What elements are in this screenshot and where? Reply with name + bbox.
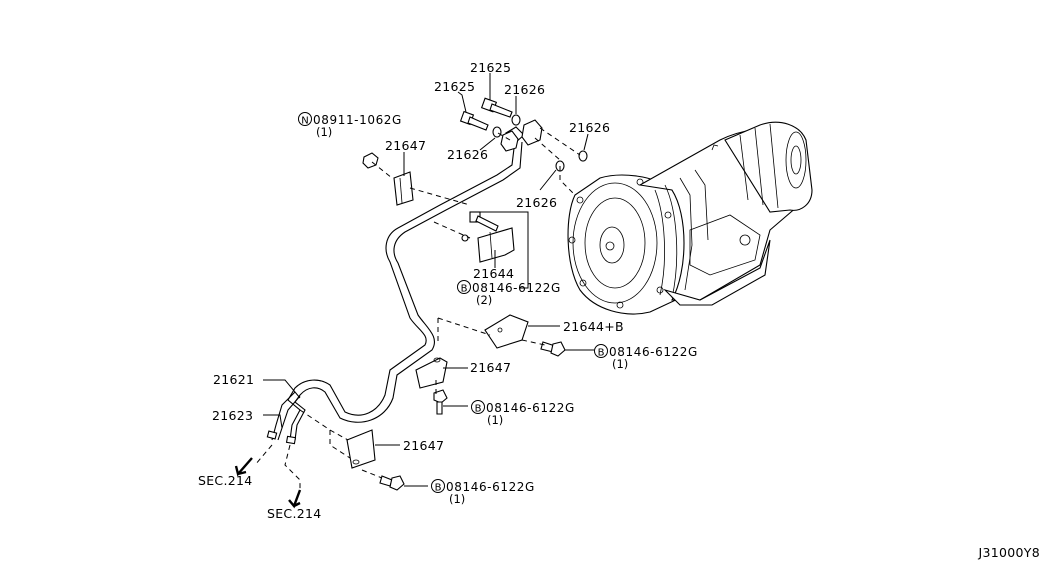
b1-symbol-badge: [457, 280, 471, 294]
label-21621: 21621: [213, 372, 254, 387]
label-21625-left: 21625: [434, 79, 475, 94]
b2-symbol: B: [598, 348, 605, 359]
n-symbol-badge: [298, 112, 312, 126]
label-21625-top: 21625: [470, 60, 511, 75]
b2-bolt-code: 08146-6122G: [609, 345, 698, 359]
section-arrows: [234, 457, 302, 509]
n-bolt-qty: (1): [316, 125, 332, 139]
label-21644b: 21644+B: [563, 319, 624, 334]
diagram-code: J31000Y8: [978, 545, 1040, 560]
label-21626-d: 21626: [516, 195, 557, 210]
b4-symbol-badge: [431, 479, 445, 493]
transmission-illustration: [567, 121, 813, 315]
n-symbol: N: [301, 116, 308, 127]
b4-bolt-code: 08146-6122G: [446, 480, 535, 494]
b2-bolt-qty: (1): [612, 357, 628, 371]
sec-label-b: SEC.214: [267, 506, 322, 521]
section-labels: SEC.214 SEC.214: [198, 473, 322, 521]
fastener-labels: N 08911-1062G (1) B 08146-6122G (2) B 08…: [298, 112, 698, 506]
leader-lines: [263, 73, 594, 487]
sec-label-a: SEC.214: [198, 473, 253, 488]
b1-bolt-code: 08146-6122G: [472, 281, 561, 295]
label-21626-a: 21626: [504, 82, 545, 97]
n-bolt-code: 08911-1062G: [313, 113, 402, 127]
b4-bolt-qty: (1): [449, 492, 465, 506]
label-21647-a: 21647: [385, 138, 426, 153]
hardware-illustrations: [346, 97, 588, 491]
b2-symbol-badge: [594, 344, 608, 358]
label-21647-c: 21647: [403, 438, 444, 453]
label-21647-b: 21647: [470, 360, 511, 375]
b3-bolt-code: 08146-6122G: [486, 401, 575, 415]
dashed-reference-lines: [254, 127, 581, 490]
b1-symbol: B: [461, 284, 468, 295]
b4-symbol: B: [435, 483, 442, 494]
label-21626-c: 21626: [447, 147, 488, 162]
b1-bolt-qty: (2): [476, 293, 492, 307]
b3-symbol-badge: [471, 400, 485, 414]
label-21623: 21623: [212, 408, 253, 423]
b3-symbol: B: [475, 404, 482, 415]
part-labels: 21625 21625 21626 21626 21626 21626 2164…: [212, 60, 624, 453]
label-21644: 21644: [473, 266, 514, 281]
b3-bolt-qty: (1): [487, 413, 503, 427]
label-21626-b: 21626: [569, 120, 610, 135]
